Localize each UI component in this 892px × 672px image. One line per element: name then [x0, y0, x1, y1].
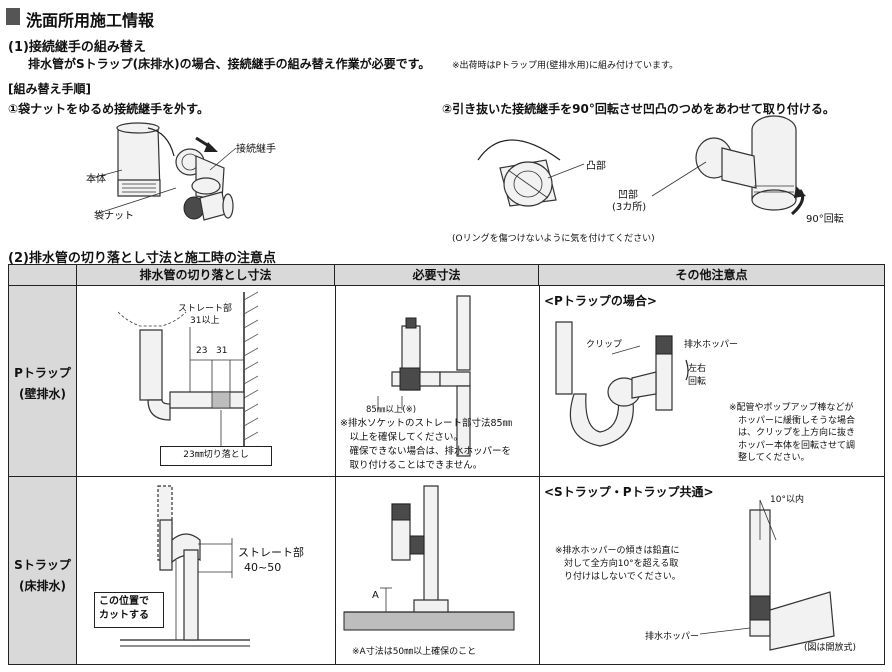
- p-need-note-line: 確保できない場合は、排水ホッパーを: [340, 446, 512, 457]
- header-need: 必要寸法: [335, 265, 539, 286]
- p-straight-label-2: 31以上: [190, 316, 220, 326]
- label-joint: 接続継手: [236, 144, 276, 155]
- section1-note: ※出荷時はPトラップ用(壁排水用)に組み付けています。: [452, 61, 679, 71]
- procedure-heading: [組み替え手順]: [8, 82, 91, 96]
- oring-note: (Oリングを傷つけないように気を付けてください): [452, 234, 655, 244]
- s-straight-label-2: 40~50: [244, 561, 282, 574]
- p-hopper-label: 排水ホッパー: [684, 340, 739, 350]
- s-other-note-line: り付けはしないでください。: [555, 572, 681, 582]
- row-strap-sub: (床排水): [19, 579, 66, 593]
- s-cut-callout-line: この位置で: [99, 596, 149, 607]
- p-other-note-line: は、クリップを上方向に抜き: [729, 428, 856, 438]
- s-cut-callout: この位置で カットする: [94, 592, 164, 628]
- p-need-dim: 85㎜以上(※): [366, 405, 417, 415]
- p-other-note-line: ※配管やポップアップ棒などが: [729, 403, 854, 413]
- section1-desc: 排水管がSトラップ(床排水)の場合、接続継手の組み替え作業が必要です。: [28, 57, 431, 71]
- header-corner: [9, 265, 77, 286]
- label-convex: 凸部: [586, 161, 606, 172]
- p-cut-label: 23㎜切り落とし: [160, 446, 272, 466]
- p-straight-label-1: ストレート部: [178, 304, 233, 314]
- body-part-illustration: [116, 122, 175, 197]
- ptrap-need-drawing: [377, 295, 471, 457]
- title-block: [6, 8, 20, 25]
- header-cut: 排水管の切り落とし寸法: [77, 265, 335, 286]
- header-other: その他注意点: [539, 265, 884, 286]
- p-need-note: ※排水ソケットのストレート部寸法85㎜ 以上を確保してください。 確保できない場…: [340, 417, 512, 473]
- p-rotate-2: 回転: [688, 377, 707, 387]
- s-other-note-line: ※排水ホッパーの傾きは鉛直に: [555, 546, 680, 556]
- p-dim-a: 23: [196, 346, 208, 356]
- convex-part-illustration: [477, 139, 561, 207]
- p-other-note-line: ホッパーに緩衝しそうな場合: [729, 415, 856, 426]
- label-nut: 袋ナット: [94, 211, 134, 222]
- step2-text: ②引き抜いた接続継手を90°回転させ凹凸のつめをあわせて取り付ける。: [442, 102, 835, 116]
- row-ptrap-name: Pトラップ: [14, 366, 71, 380]
- info-table: 排水管の切り落とし寸法 必要寸法 その他注意点 Pトラップ (壁排水) Sトラッ…: [8, 264, 885, 665]
- row-strap-name: Sトラップ: [14, 558, 71, 572]
- label-rotate-90: 90°回転: [806, 214, 844, 225]
- s-caption: (図は開放式): [804, 643, 857, 653]
- p-clip-label: クリップ: [586, 340, 623, 350]
- col-divider: [335, 286, 336, 664]
- p-need-note-line: ※排水ソケットのストレート部寸法85㎜: [340, 418, 513, 429]
- col-divider: [539, 286, 540, 664]
- row-label-strap: Sトラップ (床排水): [9, 476, 77, 664]
- row-ptrap-sub: (壁排水): [19, 387, 66, 401]
- label-concave-1: 凹部: [618, 190, 638, 201]
- s-angle-label: 10°以内: [770, 495, 804, 505]
- p-other-note: ※配管やポップアップ棒などが ホッパーに緩衝しそうな場合 は、クリップを上方向に…: [729, 402, 855, 465]
- strap-other-drawing: [699, 499, 835, 651]
- s-other-note-line: 対して全方向10°を超える取: [555, 559, 679, 569]
- p-other-note-line: ホッパー本体を回転させて調: [729, 440, 856, 451]
- p-rotate-1: 左右: [688, 364, 707, 374]
- page-title: 洗面所用施工情報: [26, 11, 155, 30]
- label-concave-2: (3カ所): [612, 202, 647, 213]
- ptrap-cut-drawing: [117, 291, 259, 458]
- s-cut-callout-line: カットする: [99, 610, 149, 621]
- assembled-joint-illustration: [695, 115, 797, 211]
- p-need-note-line: 以上を確保してください。: [340, 432, 463, 443]
- strap-need-drawing: [343, 485, 515, 631]
- s-need-dim: A: [372, 590, 379, 601]
- s-other-heading: <Sトラップ・Pトラップ共通>: [544, 485, 714, 499]
- section1-heading: (1)接続継手の組み替え: [8, 40, 146, 55]
- joint-part-illustration: [175, 148, 234, 221]
- p-need-note-line: 取り付けることはできません。: [340, 460, 483, 471]
- ptrap-other-drawing: [555, 321, 689, 447]
- section2-heading: (2)排水管の切り落とし寸法と施工時の注意点: [8, 251, 276, 266]
- s-straight-label-1: ストレート部: [238, 546, 304, 559]
- step1-text: ①袋ナットをゆるめ接続継手を外す。: [8, 102, 209, 116]
- s-other-note: ※排水ホッパーの傾きは鉛直に 対して全方向10°を超える取 り付けはしないでくだ…: [555, 545, 681, 584]
- s-hopper-label: 排水ホッパー: [645, 632, 700, 642]
- s-need-note: ※A寸法は50㎜以上確保のこと: [352, 647, 477, 657]
- label-body: 本体: [86, 174, 106, 185]
- row-divider: [9, 476, 884, 477]
- p-other-heading: <Pトラップの場合>: [544, 294, 657, 308]
- p-other-note-line: 整してください。: [729, 453, 810, 463]
- row-label-ptrap: Pトラップ (壁排水): [9, 286, 77, 476]
- strap-cut-drawing: [120, 485, 250, 647]
- p-dim-b: 31: [216, 346, 228, 356]
